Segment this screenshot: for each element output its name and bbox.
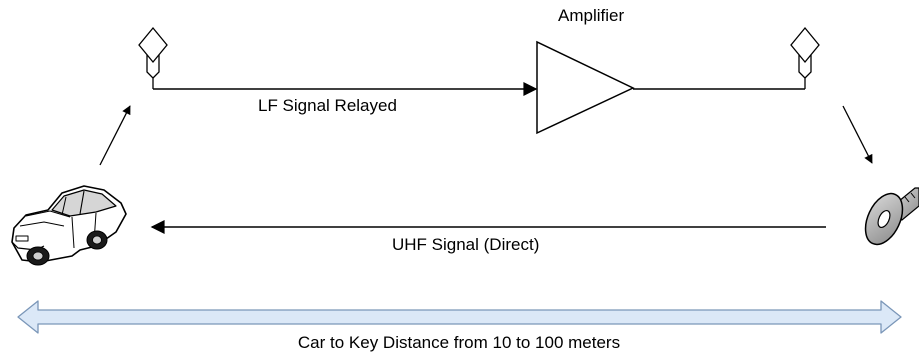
amplifier-triangle [536,40,635,135]
car-to-antenna-arrow [99,105,131,166]
antenna-icon [790,26,820,89]
key-icon [864,187,919,246]
lf-signal-label: LF Signal Relayed [258,96,397,115]
amplifier-label: Amplifier [558,6,624,25]
car-icon [11,185,127,266]
distance-double-arrow [17,300,902,334]
uhf-signal-label: UHF Signal (Direct) [392,235,539,254]
distance-label: Car to Key Distance from 10 to 100 meter… [298,333,620,352]
antenna-to-key-arrow [842,105,873,164]
antenna-icon [138,26,168,89]
